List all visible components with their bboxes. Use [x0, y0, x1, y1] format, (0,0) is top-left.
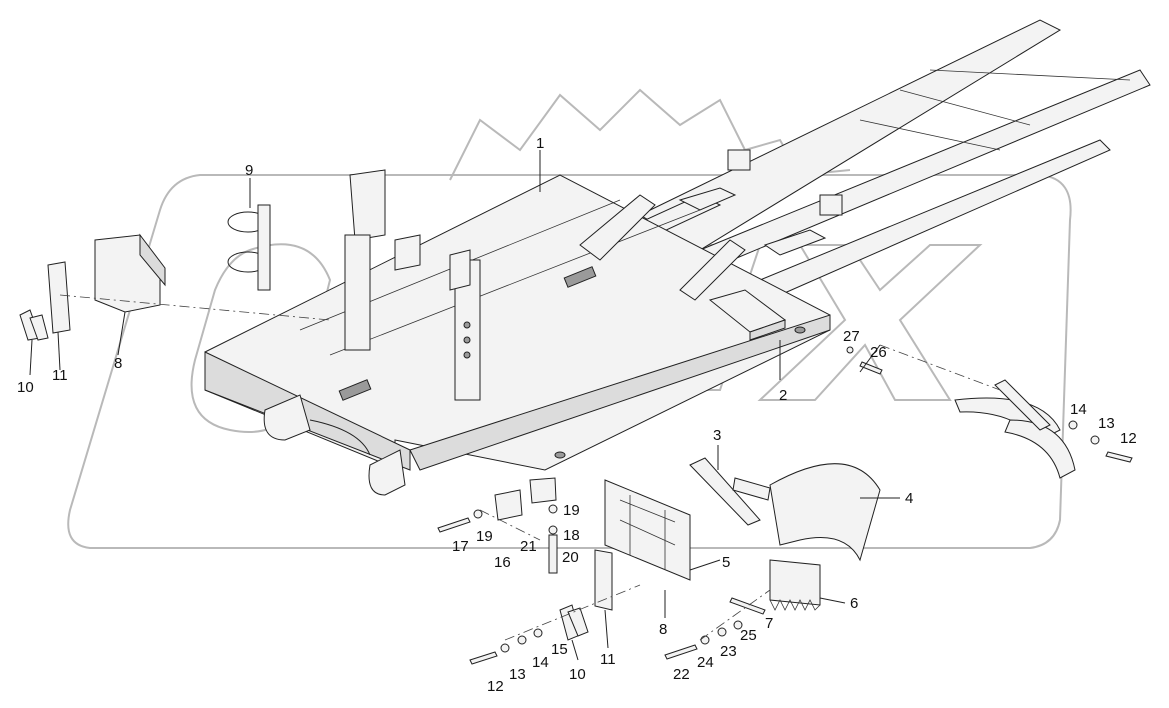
- left-mount-assembly: [19, 233, 166, 341]
- label-part-15: 15: [551, 641, 568, 658]
- right-fender-assembly: [954, 379, 1076, 479]
- linkage-arms: [579, 149, 843, 301]
- label-part-19-left: 19: [476, 528, 493, 545]
- label-part-22: 22: [673, 666, 690, 683]
- label-part-18: 18: [563, 527, 580, 544]
- label-part-7: 7: [765, 615, 773, 632]
- label-part-16: 16: [494, 554, 511, 571]
- label-part-6: 6: [850, 595, 858, 612]
- label-part-12-right: 12: [1120, 430, 1137, 447]
- label-part-14-left: 14: [532, 654, 549, 671]
- label-part-19-right: 19: [563, 502, 580, 519]
- hitch-posts: [344, 169, 481, 401]
- label-part-11-lower: 11: [600, 651, 616, 668]
- label-part-1: 1: [536, 135, 544, 152]
- part-labels: 1 2 3 4 5 6 7 8 8 9 10 10 11 11 12 12 13…: [17, 135, 1137, 695]
- label-part-2: 2: [779, 387, 787, 404]
- label-part-20: 20: [562, 549, 579, 566]
- label-part-12-left: 12: [487, 678, 504, 695]
- label-part-14-right: 14: [1070, 401, 1087, 418]
- centerlines: [59, 294, 1001, 641]
- label-part-5: 5: [722, 554, 730, 571]
- label-part-21: 21: [520, 538, 537, 555]
- part-2-bracket: [708, 289, 787, 341]
- brackets-16-21: [494, 477, 557, 521]
- lower-mount-frame: [559, 479, 691, 641]
- frame-rails: [468, 19, 1151, 313]
- label-part-17: 17: [452, 538, 469, 555]
- label-part-4: 4: [905, 490, 913, 507]
- label-part-25: 25: [740, 627, 757, 644]
- part-9-clamps: [227, 204, 271, 291]
- fasteners: [437, 346, 1133, 665]
- tow-hooks: [263, 394, 406, 496]
- label-part-3: 3: [713, 427, 721, 444]
- fender-mudflap: [769, 463, 881, 611]
- part-3-arm: [689, 457, 771, 526]
- label-part-8-lower: 8: [659, 621, 667, 638]
- label-part-24: 24: [697, 654, 714, 671]
- label-part-26: 26: [870, 344, 887, 361]
- label-part-13-right: 13: [1098, 415, 1115, 432]
- label-part-27: 27: [843, 328, 860, 345]
- label-part-8-upper: 8: [114, 355, 122, 372]
- leader-lines: [29, 150, 900, 661]
- label-part-10-upper: 10: [17, 379, 34, 396]
- label-part-11-upper: 11: [52, 367, 68, 384]
- label-part-23: 23: [720, 643, 737, 660]
- label-part-9: 9: [245, 162, 253, 179]
- label-part-10-lower: 10: [569, 666, 586, 683]
- label-part-13-left: 13: [509, 666, 526, 683]
